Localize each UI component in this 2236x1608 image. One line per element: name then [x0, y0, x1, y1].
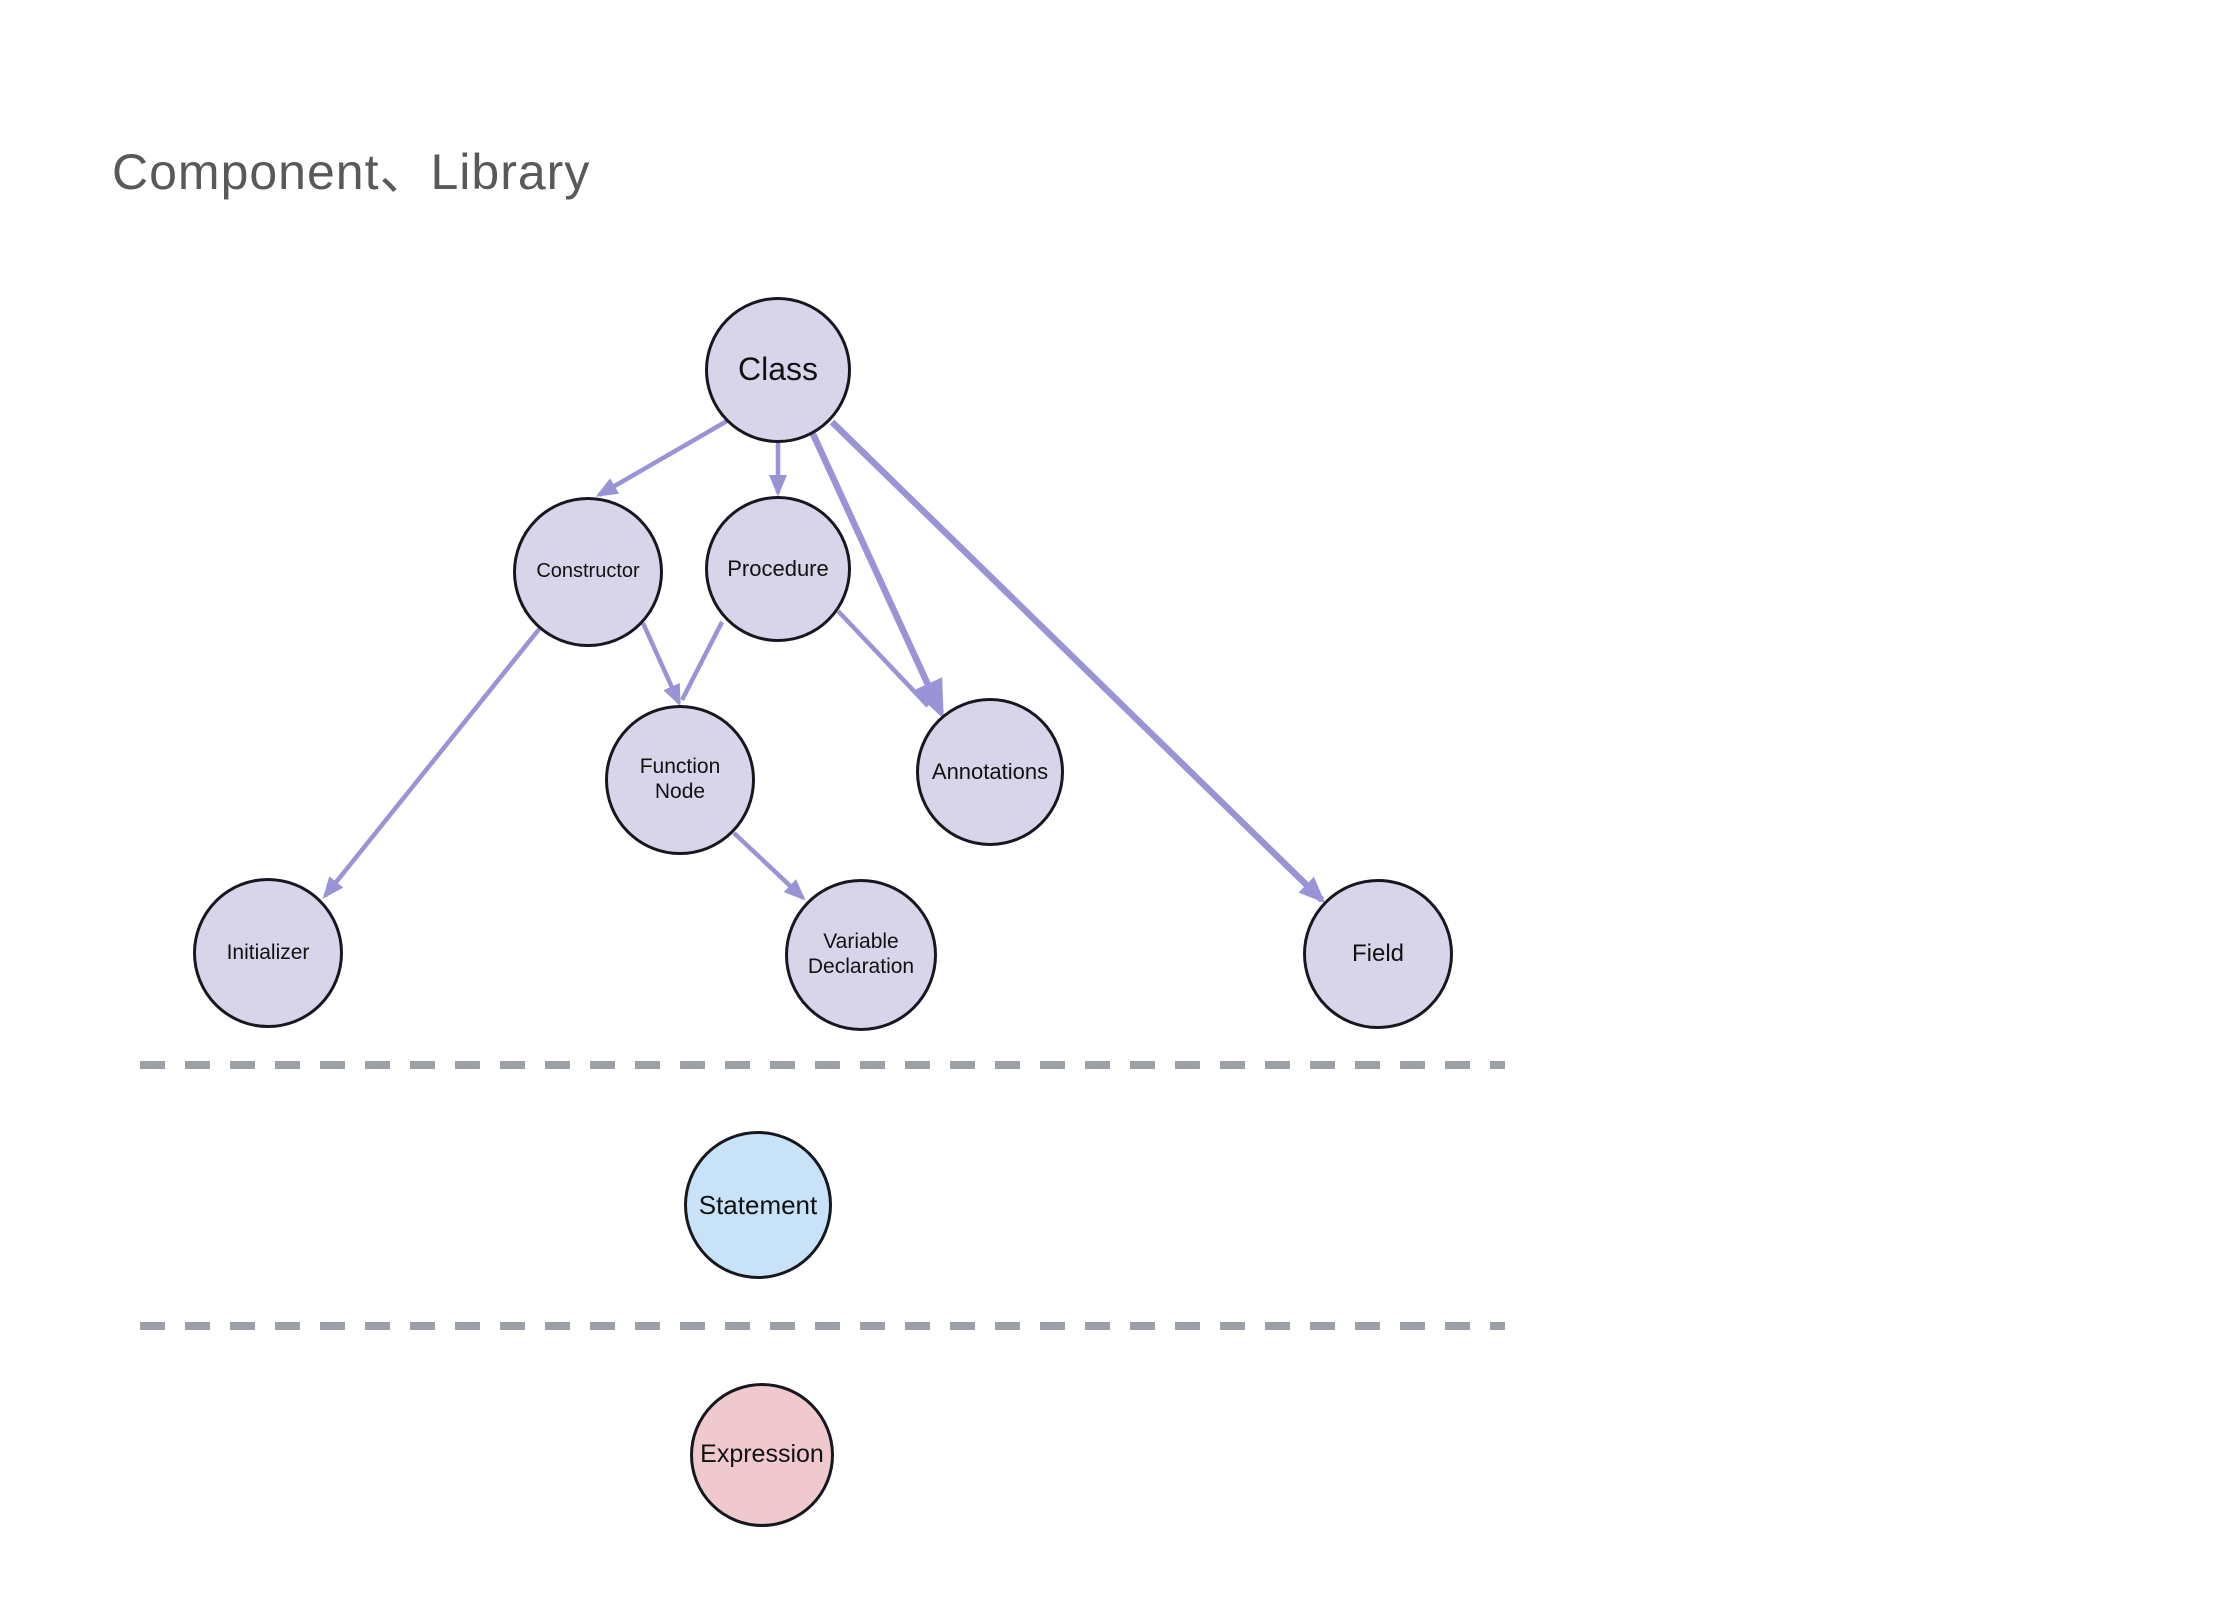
node-class: Class [705, 297, 851, 443]
node-class-label: Class [737, 351, 818, 388]
node-procedure: Procedure [705, 496, 851, 642]
edge-procedure-function-node [679, 620, 725, 702]
node-field: Field [1303, 879, 1453, 1029]
node-annotations: Annotations [916, 698, 1064, 846]
node-field-label: Field [1351, 939, 1405, 967]
node-constructor-label: Constructor [536, 560, 640, 583]
node-function-node: Function Node [605, 705, 755, 855]
edge-procedure-annotations [836, 609, 930, 708]
edge-function-node-variable-declaration [732, 831, 806, 901]
node-annotations-label: Annotations [931, 759, 1049, 785]
node-function-node-label: Function Node [639, 755, 721, 803]
node-initializer-label: Initializer [226, 940, 310, 964]
edge-class-annotations [810, 432, 944, 719]
edge-constructor-initializer [322, 626, 542, 899]
node-expression: Expression [690, 1383, 834, 1527]
edge-class-constructor [595, 419, 729, 497]
node-initializer: Initializer [193, 878, 343, 1028]
node-variable-declaration: Variable Declaration [785, 879, 937, 1031]
page-title: Component、Library [112, 144, 591, 200]
node-statement-label: Statement [698, 1189, 818, 1220]
edge-class-field [829, 419, 1326, 904]
node-procedure-label: Procedure [727, 556, 829, 582]
node-statement: Statement [684, 1131, 832, 1279]
node-variable-declaration-label: Variable Declaration [807, 930, 915, 978]
edge-constructor-function-node [640, 622, 682, 707]
node-constructor: Constructor [513, 497, 663, 647]
node-expression-label: Expression [700, 1440, 824, 1469]
